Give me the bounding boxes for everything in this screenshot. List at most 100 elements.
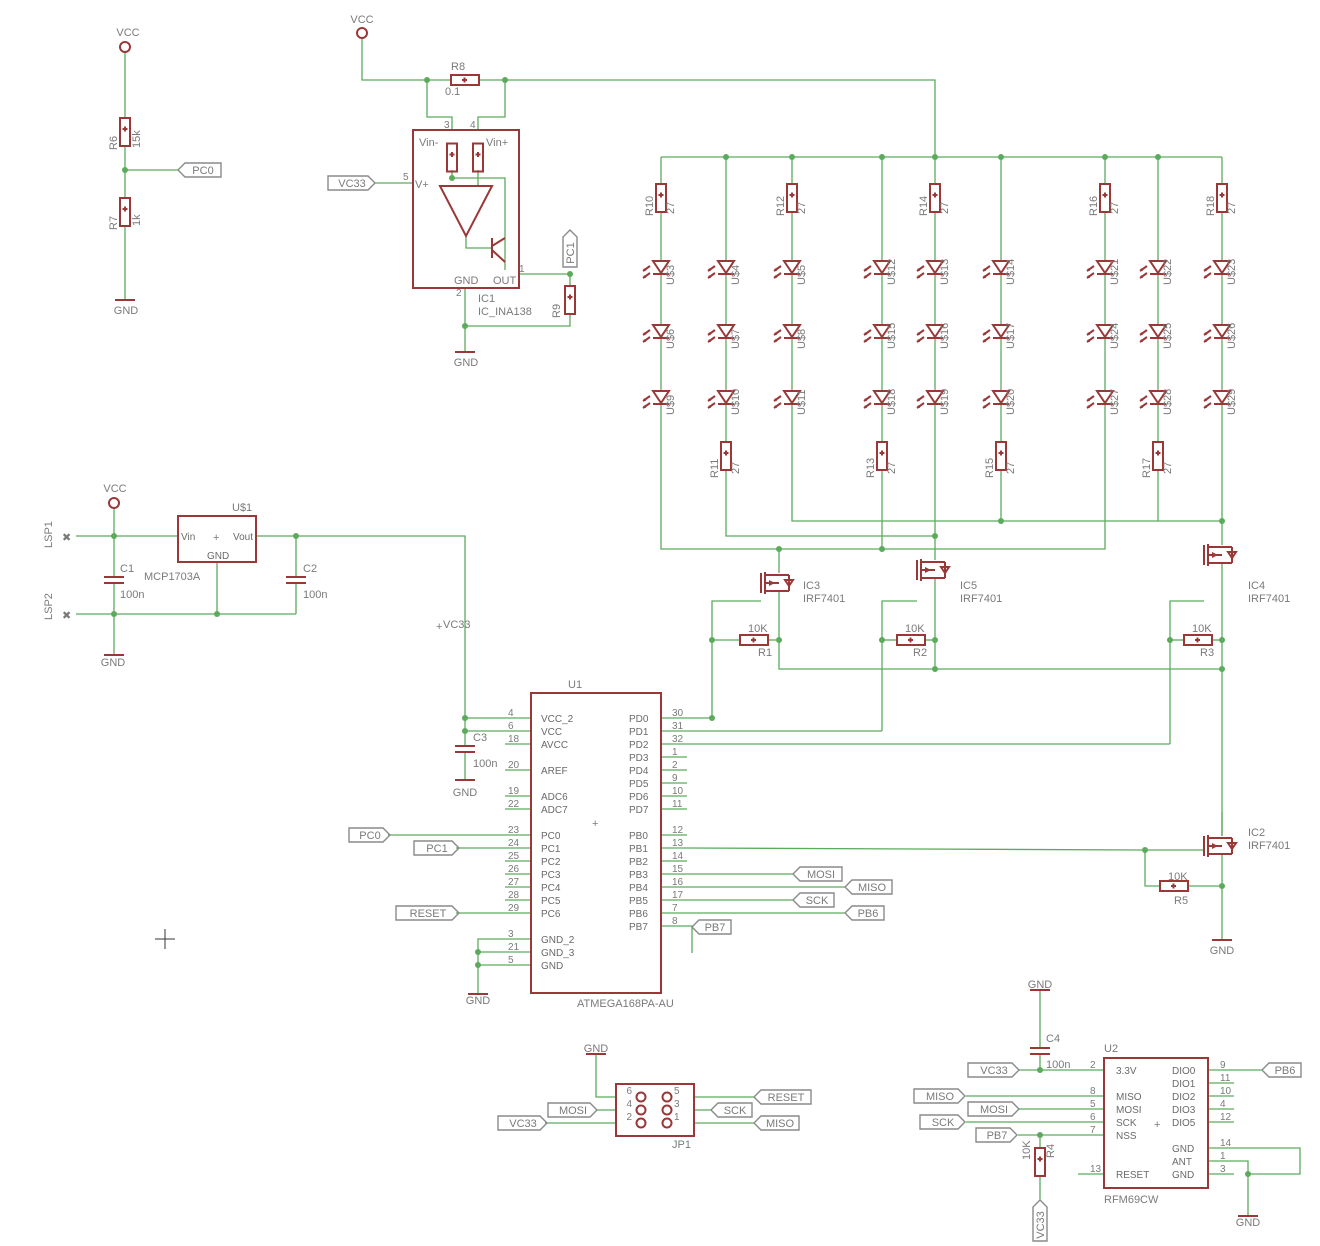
ic3-body-diode bbox=[783, 579, 795, 588]
led-arrowhead bbox=[708, 398, 711, 401]
led-arrowhead bbox=[864, 268, 867, 271]
u2-pin-num: 8 bbox=[1090, 1086, 1096, 1097]
u1-pin-num: 10 bbox=[672, 786, 684, 797]
wire bbox=[465, 313, 571, 327]
led-name: U$18 bbox=[886, 389, 898, 415]
jp1-name: JP1 bbox=[672, 1139, 691, 1151]
resistor bbox=[1099, 183, 1111, 213]
u2-pin-num: 1 bbox=[1220, 1151, 1226, 1162]
u1-pin-label: PC0 bbox=[541, 831, 561, 842]
net-flag-reset-jp1-text: RESET bbox=[768, 1092, 805, 1104]
led-name: U$25 bbox=[1162, 323, 1174, 349]
wire bbox=[1234, 1147, 1301, 1175]
led-arrowhead bbox=[1204, 268, 1207, 271]
net-flag-mosi-jp1 bbox=[547, 1102, 598, 1118]
net-flag-pb6-u2-text: PB6 bbox=[1275, 1065, 1296, 1077]
u2-pin-num: 12 bbox=[1220, 1112, 1232, 1123]
led-diode bbox=[872, 260, 892, 275]
ic3-name: IC3 bbox=[803, 580, 820, 592]
resistor bbox=[896, 634, 926, 646]
u1-pin-label: PD5 bbox=[629, 779, 649, 790]
ic2-arrow bbox=[1212, 843, 1218, 849]
r6-name: R6 bbox=[108, 136, 120, 150]
res-bot-name: R11 bbox=[709, 459, 721, 478]
led-name: U$17 bbox=[1005, 323, 1017, 349]
gnd-label-c3: GND bbox=[453, 787, 478, 799]
res-top-value: 27 bbox=[1109, 202, 1121, 214]
led-arrowhead bbox=[917, 339, 920, 342]
jp1-pin bbox=[635, 1091, 647, 1103]
res-top-name: R16 bbox=[1088, 196, 1100, 216]
u1-pin-num: 24 bbox=[508, 838, 520, 849]
ic2-value: IRF7401 bbox=[1248, 840, 1290, 852]
net-flag-mosi-u2-text: MOSI bbox=[980, 1104, 1008, 1116]
led-arrowhead bbox=[917, 398, 920, 401]
led-diode bbox=[1212, 390, 1232, 405]
u1-pin-label: PB7 bbox=[629, 922, 648, 933]
wire bbox=[686, 847, 1146, 851]
res-top-value: 27 bbox=[796, 202, 808, 214]
resistor bbox=[876, 441, 888, 471]
u1-pin-num: 31 bbox=[672, 721, 684, 732]
u1-pin-label: PB5 bbox=[629, 896, 648, 907]
led-name: U$12 bbox=[886, 259, 898, 285]
led-arrowhead bbox=[708, 405, 711, 408]
led-name: U$5 bbox=[796, 265, 808, 285]
r8-name: R8 bbox=[451, 61, 465, 73]
jp1-body bbox=[615, 1083, 695, 1137]
u2-pin-label: DIO2 bbox=[1172, 1092, 1196, 1103]
u1-pin-num: 7 bbox=[672, 903, 678, 914]
led-arrowhead bbox=[864, 275, 867, 278]
u2-pin-label: ANT bbox=[1172, 1157, 1192, 1168]
u2-pin-num: 3 bbox=[1220, 1164, 1226, 1175]
u2-pin-num: 7 bbox=[1090, 1125, 1096, 1136]
led-diode bbox=[782, 390, 802, 405]
u2-name: U2 bbox=[1104, 1043, 1118, 1055]
u1-pin-label: GND_3 bbox=[541, 948, 575, 959]
wire bbox=[595, 1054, 616, 1098]
led-arrowhead bbox=[917, 268, 920, 271]
r2-value: 10K bbox=[905, 623, 925, 635]
r9-name: R9 bbox=[551, 304, 563, 318]
u1-pin-label: PC1 bbox=[541, 844, 561, 855]
resistor bbox=[472, 142, 484, 173]
u1-pin-num: 27 bbox=[508, 877, 520, 888]
u2-pin-label: SCK bbox=[1116, 1118, 1137, 1129]
led-diode bbox=[651, 390, 671, 405]
u1-pin-label: VCC_2 bbox=[541, 714, 574, 725]
u1-pin-num: 25 bbox=[508, 851, 520, 862]
u1-pin-num: 4 bbox=[508, 708, 514, 719]
c3-name: C3 bbox=[473, 732, 487, 744]
lsp1-name: LSP1 bbox=[43, 521, 55, 548]
ic2-body-diode bbox=[1226, 842, 1238, 851]
led-arrowhead bbox=[1087, 405, 1090, 408]
led-name: U$8 bbox=[796, 329, 808, 349]
u2-value: RFM69CW bbox=[1104, 1194, 1159, 1206]
gnd-label-u1: GND bbox=[466, 995, 491, 1007]
jp1-pin bbox=[661, 1104, 673, 1116]
vcc-symbol bbox=[356, 27, 368, 39]
res-bot-value: 27 bbox=[886, 462, 898, 474]
net-flag-vc33-u2-text: VC33 bbox=[980, 1065, 1008, 1077]
jp1-pin-num: 3 bbox=[674, 1099, 680, 1110]
led-diode bbox=[1212, 260, 1232, 275]
led-arrowhead bbox=[1140, 275, 1143, 278]
led-diode bbox=[716, 324, 736, 339]
led-arrowhead bbox=[1087, 332, 1090, 335]
ic1-body bbox=[412, 129, 520, 289]
led-arrowhead bbox=[1204, 332, 1207, 335]
r5-name: R5 bbox=[1174, 895, 1188, 907]
led-arrowhead bbox=[1140, 332, 1143, 335]
resistor bbox=[1216, 183, 1228, 213]
wire bbox=[1144, 849, 1204, 887]
vcc-symbol bbox=[119, 41, 131, 53]
ic1-value: IC_INA138 bbox=[478, 306, 532, 318]
net-flag-pc0-text: PC0 bbox=[192, 165, 213, 177]
resistor bbox=[655, 183, 667, 213]
ic4-name: IC4 bbox=[1248, 580, 1265, 592]
u1-pin-num: 8 bbox=[672, 916, 678, 927]
u1-pin-label: ADC7 bbox=[541, 805, 568, 816]
wire bbox=[361, 38, 452, 81]
led-name: U$16 bbox=[939, 323, 951, 349]
